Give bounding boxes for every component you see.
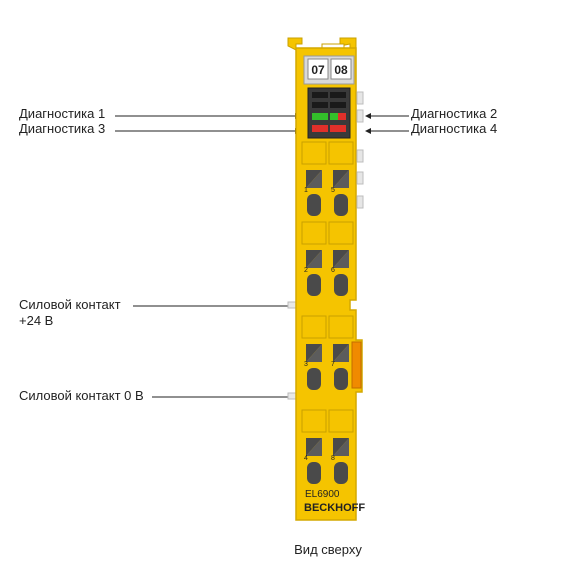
contact-opening (328, 409, 354, 433)
wire-entry (307, 274, 321, 296)
side-contacts (356, 91, 364, 209)
brand-logo: BECKHOFF (304, 502, 365, 514)
contact-number: 5 (331, 187, 335, 194)
model-name: EL6900 (305, 489, 340, 500)
contact-release-shade (333, 250, 349, 268)
wire-entry (334, 194, 348, 216)
label-diagnostics-1: Диагностика 1 (19, 106, 106, 121)
terminal-housing (295, 47, 363, 521)
contact-opening (328, 221, 354, 245)
contact-opening (301, 221, 327, 245)
contact-opening (328, 315, 354, 339)
arrow-diag4 (365, 128, 371, 134)
side-contact (356, 109, 364, 123)
led-diagnostics-3 (312, 125, 328, 132)
leader-lines (115, 115, 409, 398)
orange-release-tab (351, 341, 362, 389)
side-contact (356, 149, 364, 163)
contact-opening (301, 315, 327, 339)
slot-label-1: 07 (311, 63, 325, 77)
contact-opening (328, 141, 354, 165)
led-rows (312, 92, 346, 132)
wire-entry (334, 368, 348, 390)
label-power-contact-zero: Силовой контакт 0 В (19, 388, 144, 403)
wire-entry (307, 368, 321, 390)
led (330, 102, 346, 108)
led-diagnostics-4 (330, 125, 346, 132)
contact-number: 3 (304, 361, 308, 368)
contact-release-shade (333, 344, 349, 362)
led-diagnostics-2-green (330, 113, 338, 120)
side-contact (356, 171, 364, 185)
wire-entry (334, 274, 348, 296)
contact-release-shade (306, 170, 322, 188)
slot-box-2 (330, 58, 352, 80)
wire-entry (334, 462, 348, 484)
contact-opening (301, 141, 327, 165)
led (312, 92, 328, 98)
led-diagnostics-2-red (338, 113, 346, 120)
contact-number: 2 (304, 267, 308, 274)
contact-number: 6 (331, 267, 335, 274)
contact-sections: 1 5 2 6 3 7 4 8 (301, 141, 354, 484)
contact-release-shade (306, 250, 322, 268)
side-contact (356, 91, 364, 105)
side-contact (356, 195, 364, 209)
slot-box-1 (307, 58, 329, 80)
label-power-contact-plus: Силовой контакт (19, 297, 121, 312)
contact-release-shade (306, 438, 322, 456)
contact-release-shade (333, 438, 349, 456)
contact-number: 1 (304, 187, 308, 194)
view-caption: Вид сверху (294, 542, 362, 557)
wire-entry (307, 194, 321, 216)
wire-entry (307, 462, 321, 484)
arrow-diag2 (365, 113, 371, 119)
label-power-contact-plus-voltage: +24 В (19, 313, 54, 328)
contact-release-shade (306, 344, 322, 362)
label-diagnostics-4: Диагностика 4 (411, 121, 498, 136)
contact-opening (301, 409, 327, 433)
contact-number: 4 (304, 455, 308, 462)
slot-label-2: 08 (334, 63, 348, 77)
label-diagnostics-3: Диагностика 3 (19, 121, 106, 136)
contact-number: 8 (331, 455, 335, 462)
led (330, 92, 346, 98)
contact-release-shade (333, 170, 349, 188)
led (312, 102, 328, 108)
led-diagnostics-1 (312, 113, 328, 120)
contact-number: 7 (331, 361, 335, 368)
label-diagnostics-2: Диагностика 2 (411, 106, 498, 121)
